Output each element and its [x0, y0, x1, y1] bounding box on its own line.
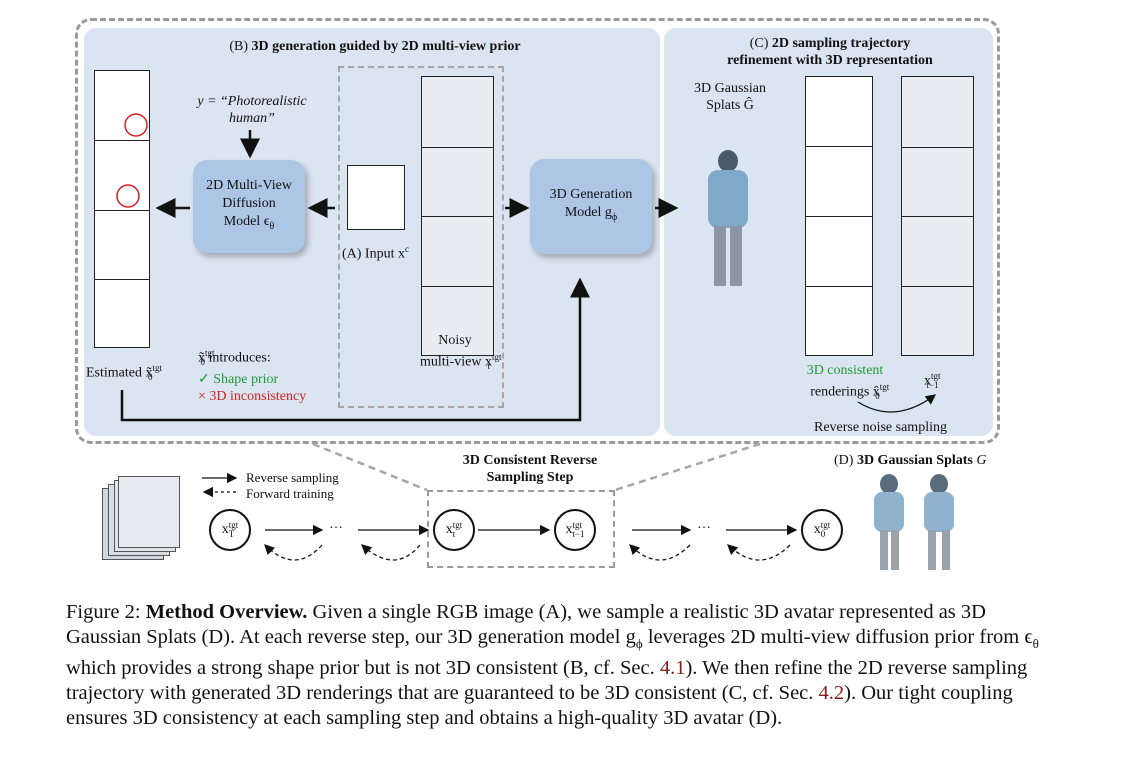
cross-icon: × — [198, 389, 206, 405]
input-label: (A) Input xc — [342, 244, 409, 262]
error-circle-top — [124, 113, 148, 137]
panel-b-title: (B) 3D generation guided by 2D multi-vie… — [229, 39, 521, 54]
reverse-noise-sampling-label: Reverse noise sampling — [814, 420, 947, 435]
d-title: (D) 3D Gaussian Splats G — [834, 453, 987, 468]
reverse-noise-curve — [857, 394, 937, 413]
forward-arrow-4 — [727, 544, 791, 561]
inconsistency-item: × 3D inconsistency — [198, 389, 307, 405]
error-circle-middle — [116, 184, 140, 208]
final-avatar-figures — [872, 474, 972, 574]
estimated-views-strip — [94, 70, 150, 348]
legend-forward: Forward training — [246, 486, 334, 501]
gaussian-avatar-figure — [702, 150, 754, 300]
shape-prior-item: ✓ Shape prior — [198, 372, 279, 388]
introduces-heading: x̃tgt0 introduces: — [198, 348, 271, 368]
forward-arrow-2 — [361, 544, 421, 561]
noise-stack — [102, 476, 180, 562]
figure-caption: Figure 2: Method Overview. Given a singl… — [66, 601, 1039, 730]
panel-c-title: (C) 2D sampling trajectory refinement wi… — [727, 36, 933, 68]
refined-noisy-strip — [901, 76, 974, 356]
check-icon: ✓ — [198, 372, 210, 388]
consistent-renderings-label: 3D consistent renderings x̂tgt0 — [806, 363, 890, 402]
forward-arrow-1 — [264, 544, 323, 561]
noisy-views-strip — [421, 76, 494, 356]
zoom-line-left — [312, 442, 428, 492]
legend-reverse: Reverse sampling — [246, 470, 339, 485]
arrow-estimated-to-generation — [120, 277, 590, 422]
legend-text: Reverse sampling Forward training — [246, 470, 386, 502]
noisy-label: Noisy multi-view xtgtt — [420, 333, 502, 372]
introduces-list: x̃tgt0 introduces: ✓ Shape prior × 3D in… — [198, 345, 338, 405]
ellipsis-right: ··· — [697, 521, 711, 536]
rendering-views-strip — [805, 76, 873, 356]
ellipsis-left: ··· — [329, 521, 343, 536]
forward-arrow-3 — [629, 544, 691, 561]
zoom-line-right — [614, 442, 761, 492]
input-noisy-dashed-region — [338, 66, 504, 408]
estimated-label: Estimated x̃tgt0 — [86, 363, 163, 383]
xt-minus-1-label: xtgtt−1 — [924, 371, 941, 391]
input-image — [347, 165, 405, 230]
outer-dashed-frame — [75, 18, 1000, 444]
